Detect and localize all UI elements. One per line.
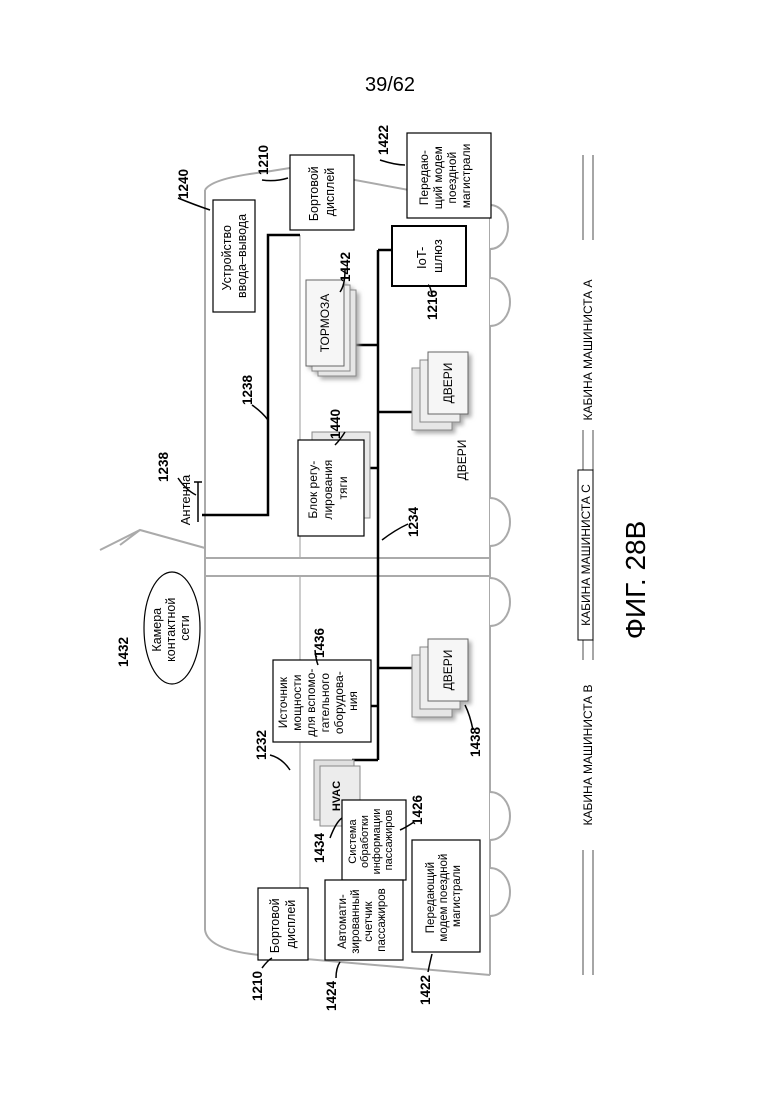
ref-1438: 1438: [468, 726, 483, 757]
ref-1234: 1234: [406, 506, 421, 537]
doors-stack-a-label: ДВЕРИ: [441, 363, 455, 404]
ref-1434: 1434: [312, 832, 327, 863]
doors-stack-b: [412, 639, 468, 717]
ref-1432: 1432: [116, 637, 131, 667]
ref-1440: 1440: [328, 409, 343, 439]
ref-1238-antenna: 1238: [156, 451, 171, 482]
coupling-gap: [205, 558, 490, 576]
ref-1210-top: 1210: [256, 145, 271, 175]
iot-gateway-box: [392, 226, 466, 286]
wheel: [490, 278, 510, 326]
ref-1210-bottom: 1210: [250, 971, 265, 1001]
brakes-label: ТОРМОЗА: [318, 294, 332, 353]
onboard-display-bottom-box: [258, 888, 308, 960]
wheels: [490, 205, 510, 916]
pantograph: [100, 530, 205, 550]
iot-gateway-label: IoT- шлюз: [414, 239, 445, 273]
doors-stack-b-label: ДВЕРИ: [441, 650, 455, 691]
ref-1436: 1436: [312, 627, 327, 658]
ref-1240: 1240: [176, 169, 191, 199]
wheel: [490, 498, 510, 546]
ref-1442: 1442: [338, 252, 353, 282]
onboard-display-top-box: [290, 155, 354, 230]
cabin-c-label: КАБИНА МАШИНИСТА С: [579, 484, 593, 626]
wheel: [490, 205, 508, 249]
wheel: [490, 868, 510, 916]
modem-top-label: Передаю- щий модем поездной магистрали: [417, 143, 473, 210]
figure-caption: ФИГ. 28В: [620, 521, 651, 640]
antenna-icon: [194, 482, 202, 522]
doors-a-label: ДВЕРИ: [455, 440, 469, 481]
doors-stack-a: [412, 352, 468, 430]
hvac-label: HVAC: [331, 781, 343, 811]
ref-1238-cable: 1238: [240, 374, 255, 405]
ref-1424: 1424: [324, 980, 339, 1011]
ref-1232: 1232: [254, 730, 269, 760]
ref-1422-top: 1422: [376, 125, 391, 155]
wheel: [490, 792, 510, 840]
ref-1216: 1216: [425, 289, 440, 320]
cabin-b-label: КАБИНА МАШИНИСТА В: [581, 685, 595, 826]
wheel: [490, 578, 510, 626]
io-device-line: ввода–вывода: [235, 214, 249, 298]
ref-1426: 1426: [410, 794, 425, 825]
ref-1422-bottom: 1422: [418, 975, 433, 1005]
io-device-label: Устройство ввода–вывода: [220, 214, 249, 298]
io-device-line: Устройство: [220, 225, 234, 290]
cabin-a-label: КАБИНА МАШИНИСТА А: [581, 280, 595, 421]
